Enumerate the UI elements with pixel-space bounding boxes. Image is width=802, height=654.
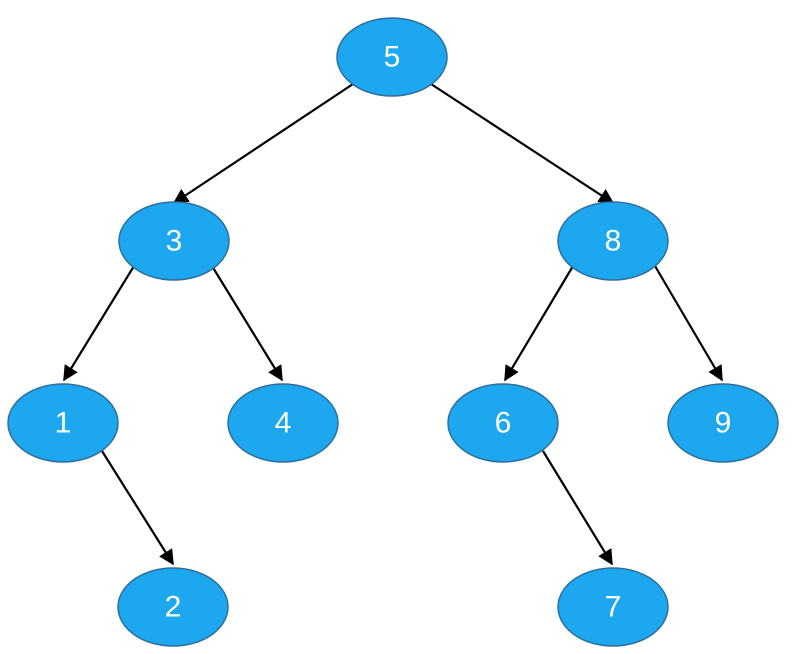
edges bbox=[63, 83, 723, 566]
edge-1-2 bbox=[101, 450, 174, 566]
node-9-ellipse bbox=[667, 383, 779, 463]
node-6-label: 6 bbox=[495, 407, 512, 440]
node-4-ellipse bbox=[227, 383, 339, 463]
node-7-ellipse bbox=[557, 567, 669, 647]
node-9-label: 9 bbox=[715, 407, 732, 440]
node-8-ellipse bbox=[557, 201, 669, 281]
node-7-label: 7 bbox=[605, 591, 622, 624]
node-5: 5 bbox=[336, 17, 448, 97]
node-4-label: 4 bbox=[275, 407, 292, 440]
node-1-ellipse bbox=[7, 383, 119, 463]
node-6: 6 bbox=[447, 383, 559, 463]
node-3: 3 bbox=[118, 201, 230, 281]
node-2-ellipse bbox=[117, 567, 229, 647]
node-3-ellipse bbox=[118, 201, 230, 281]
node-9: 9 bbox=[667, 383, 779, 463]
edge-5-8 bbox=[430, 83, 615, 204]
node-6-ellipse bbox=[447, 383, 559, 463]
node-3-label: 3 bbox=[166, 225, 183, 258]
node-5-label: 5 bbox=[384, 41, 401, 74]
edge-3-4 bbox=[211, 265, 283, 382]
node-7: 7 bbox=[557, 567, 669, 647]
node-1-label: 1 bbox=[55, 407, 72, 440]
node-8-label: 8 bbox=[605, 225, 622, 258]
edge-8-9 bbox=[654, 265, 723, 382]
node-2-label: 2 bbox=[165, 591, 182, 624]
edge-3-1 bbox=[63, 265, 135, 382]
edge-5-3 bbox=[172, 83, 354, 204]
node-4: 4 bbox=[227, 383, 339, 463]
node-1: 1 bbox=[7, 383, 119, 463]
node-5-ellipse bbox=[336, 17, 448, 97]
edge-8-6 bbox=[504, 265, 574, 382]
edge-6-7 bbox=[542, 450, 613, 566]
node-8: 8 bbox=[557, 201, 669, 281]
node-2: 2 bbox=[117, 567, 229, 647]
